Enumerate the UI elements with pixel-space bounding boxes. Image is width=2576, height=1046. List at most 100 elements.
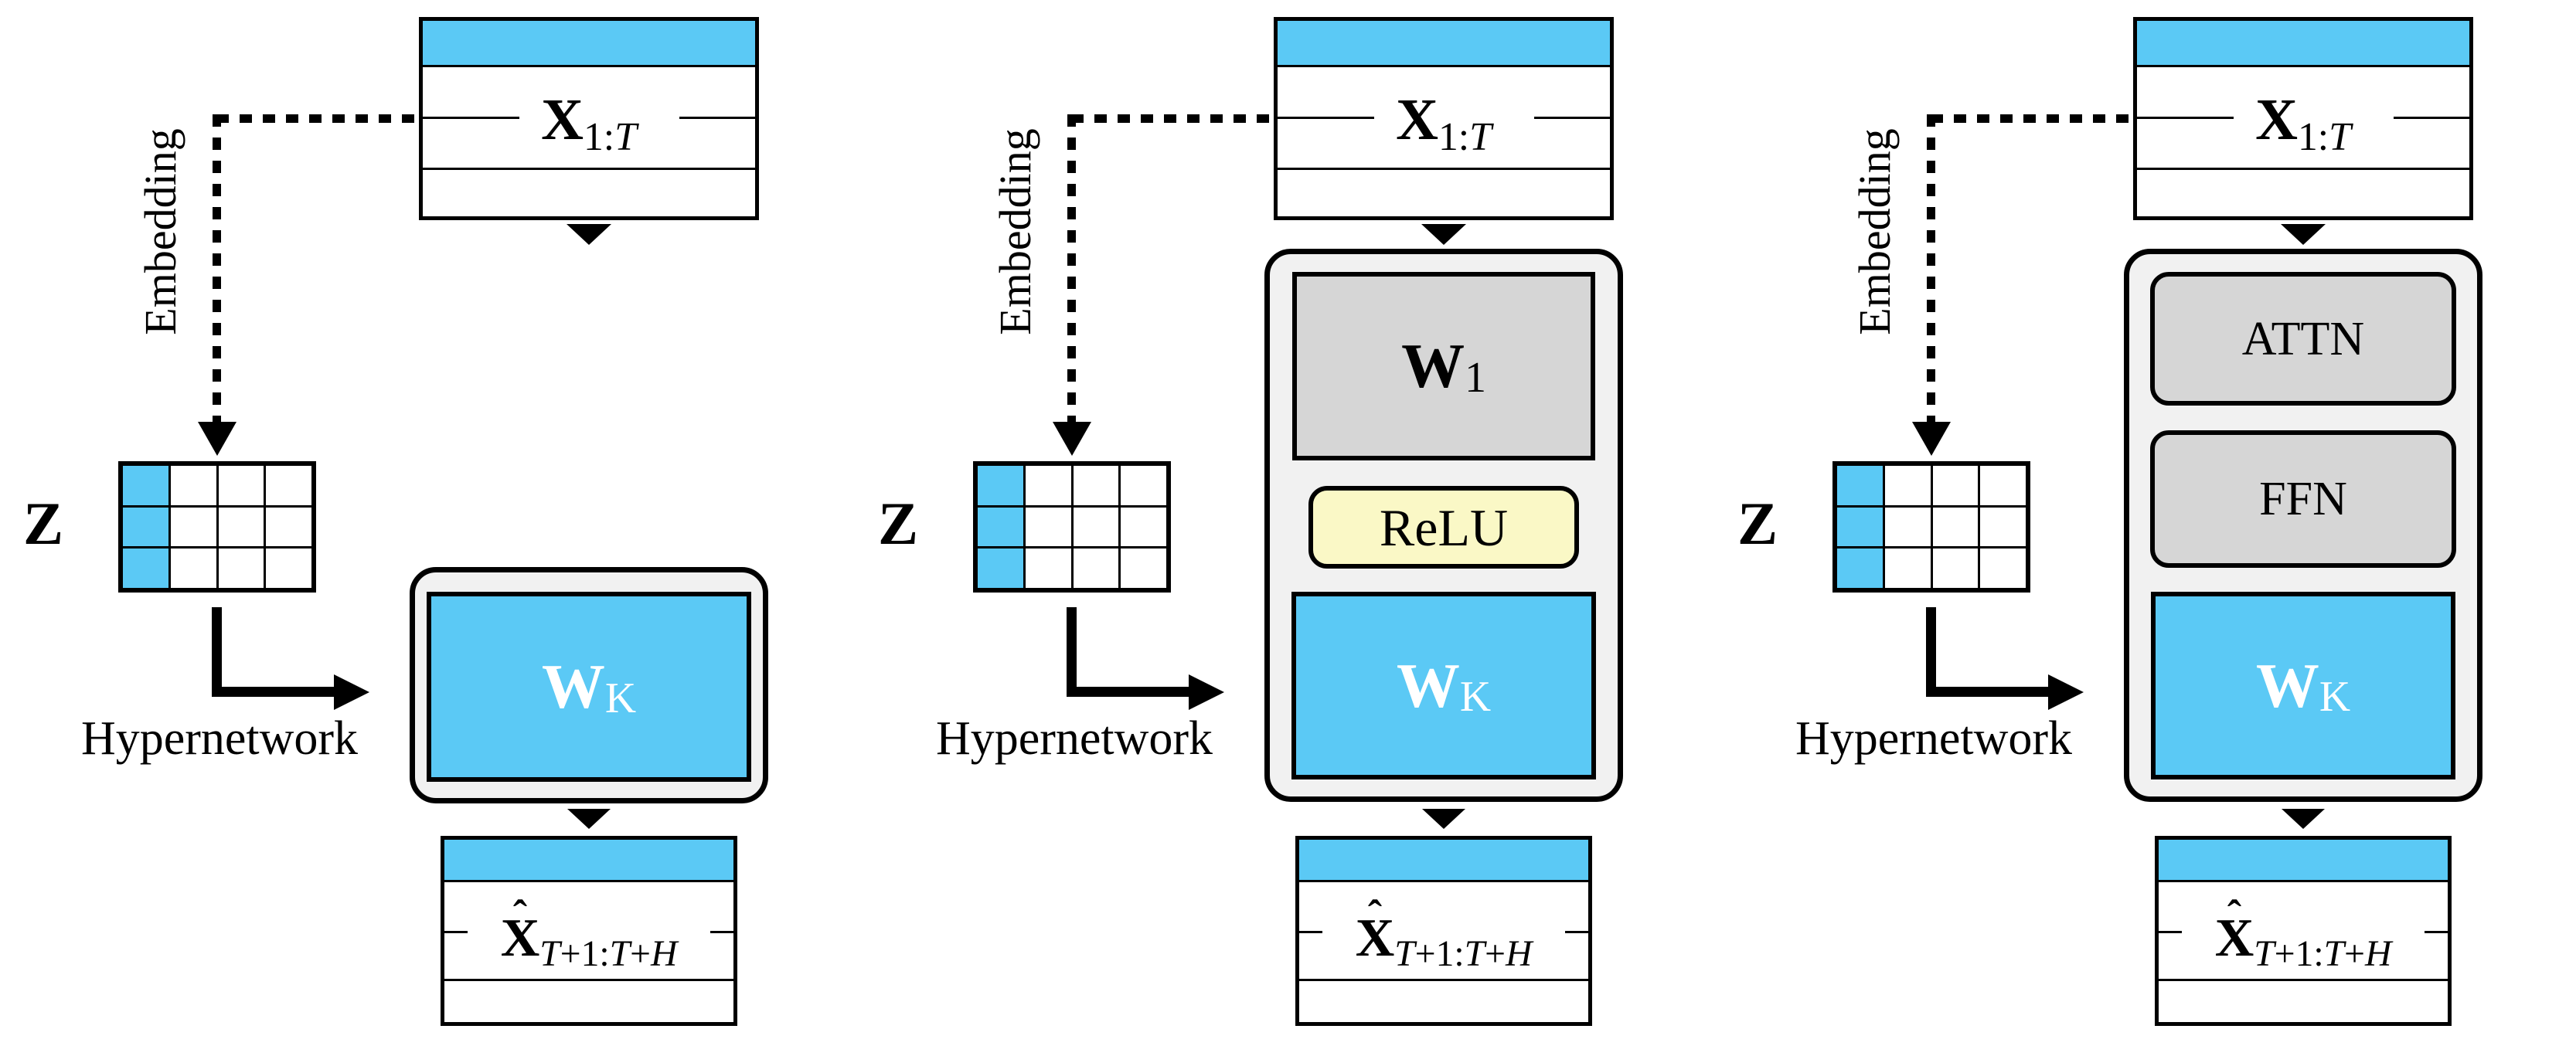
embedding-arrowhead-icon (1053, 422, 1091, 456)
latent-cell (1980, 548, 2026, 588)
input-series-box: X1:T (419, 17, 759, 220)
row-divider (2425, 931, 2448, 933)
row-divider (2137, 168, 2469, 170)
row-divider (679, 117, 755, 119)
row-divider (444, 979, 733, 981)
forecast-header-row (444, 840, 733, 882)
embedding-label: Embedding (1849, 128, 1900, 335)
embedding-arrow-horizontal (216, 114, 419, 123)
latent-cell (1073, 548, 1119, 588)
latent-cell (1121, 466, 1166, 505)
latent-cell (1980, 466, 2026, 505)
input-series-box: X1:T (1274, 17, 1614, 220)
hypernetwork-arrow-horizontal (1926, 687, 2048, 697)
latent-label: Z (22, 490, 63, 557)
latent-cell (1073, 507, 1119, 547)
hypernetwork-arrow-horizontal (212, 687, 334, 697)
row-divider (1565, 931, 1588, 933)
embedding-arrowhead-icon (198, 422, 237, 456)
latent-cell (123, 507, 168, 547)
latent-cell (1884, 507, 1931, 547)
latent-matrix (1832, 461, 2030, 593)
hypernetwork-arrow-vertical (1067, 607, 1077, 692)
hypernetwork-arrow-vertical (1926, 607, 1936, 692)
latent-cell (1980, 507, 2026, 547)
latent-cell (1837, 548, 1883, 588)
latent-matrix (118, 461, 316, 593)
row-divider (2394, 117, 2469, 119)
latent-cell (1025, 466, 1071, 505)
input-series-box: X1:T (2133, 17, 2473, 220)
row-divider (1299, 979, 1588, 981)
latent-cell (123, 466, 168, 505)
row-divider (2159, 931, 2182, 933)
latent-label: Z (877, 490, 918, 557)
hypernetwork-arrowhead-icon (1189, 674, 1224, 710)
input-series-label: X1:T (1396, 87, 1492, 160)
embedding-arrow-vertical (1067, 114, 1076, 422)
embedding-arrow-vertical (1927, 114, 1935, 422)
latent-cell (978, 548, 1023, 588)
hypernetwork-label: Hypernetwork (935, 712, 1213, 765)
latent-matrix (973, 461, 1171, 593)
latent-cell (1837, 466, 1883, 505)
row-divider (2137, 117, 2234, 119)
row-divider (423, 117, 519, 119)
latent-cell (1025, 507, 1071, 547)
latent-cell (978, 466, 1023, 505)
latent-cell (978, 507, 1023, 547)
latent-cell (170, 507, 216, 547)
hypernetwork-arrowhead-icon (2048, 674, 2084, 710)
hypernetwork-arrowhead-icon (334, 674, 369, 710)
latent-cell (1932, 466, 1979, 505)
hypernetwork-arrow-vertical (212, 607, 222, 692)
arrow-down-icon (1422, 809, 1465, 829)
latent-cell (123, 548, 168, 588)
latent-cell (170, 466, 216, 505)
latent-cell (1121, 507, 1166, 547)
latent-cell (1932, 548, 1979, 588)
arrow-down-icon (1421, 224, 1466, 245)
row-divider (2159, 979, 2448, 981)
input-series-label: X1:T (541, 87, 637, 160)
input-series-header-row (1278, 21, 1610, 67)
row-divider (423, 168, 755, 170)
row-divider (444, 931, 468, 933)
hypernetwork-arrow-horizontal (1067, 687, 1189, 697)
ffn-block: FFN (2150, 430, 2456, 568)
row-divider (1278, 168, 1610, 170)
hypernetwork-label: Hypernetwork (80, 712, 359, 765)
hypernetwork-label: Hypernetwork (1795, 712, 2073, 765)
embedding-arrowhead-icon (1912, 422, 1951, 456)
latent-label: Z (1737, 490, 1778, 557)
row-divider (1299, 931, 1322, 933)
latent-cell (218, 507, 264, 547)
input-series-header-row (423, 21, 755, 67)
embedding-arrow-horizontal (1931, 114, 2133, 123)
row-divider (1534, 117, 1610, 119)
arrow-down-icon (2282, 809, 2325, 829)
latent-cell (266, 548, 311, 588)
row-divider (1278, 117, 1374, 119)
attn-block: ATTN (2150, 272, 2456, 406)
latent-cell (170, 548, 216, 588)
embedding-arrow-vertical (213, 114, 221, 422)
latent-cell (1073, 466, 1119, 505)
latent-cell (1121, 548, 1166, 588)
latent-cell (1025, 548, 1071, 588)
